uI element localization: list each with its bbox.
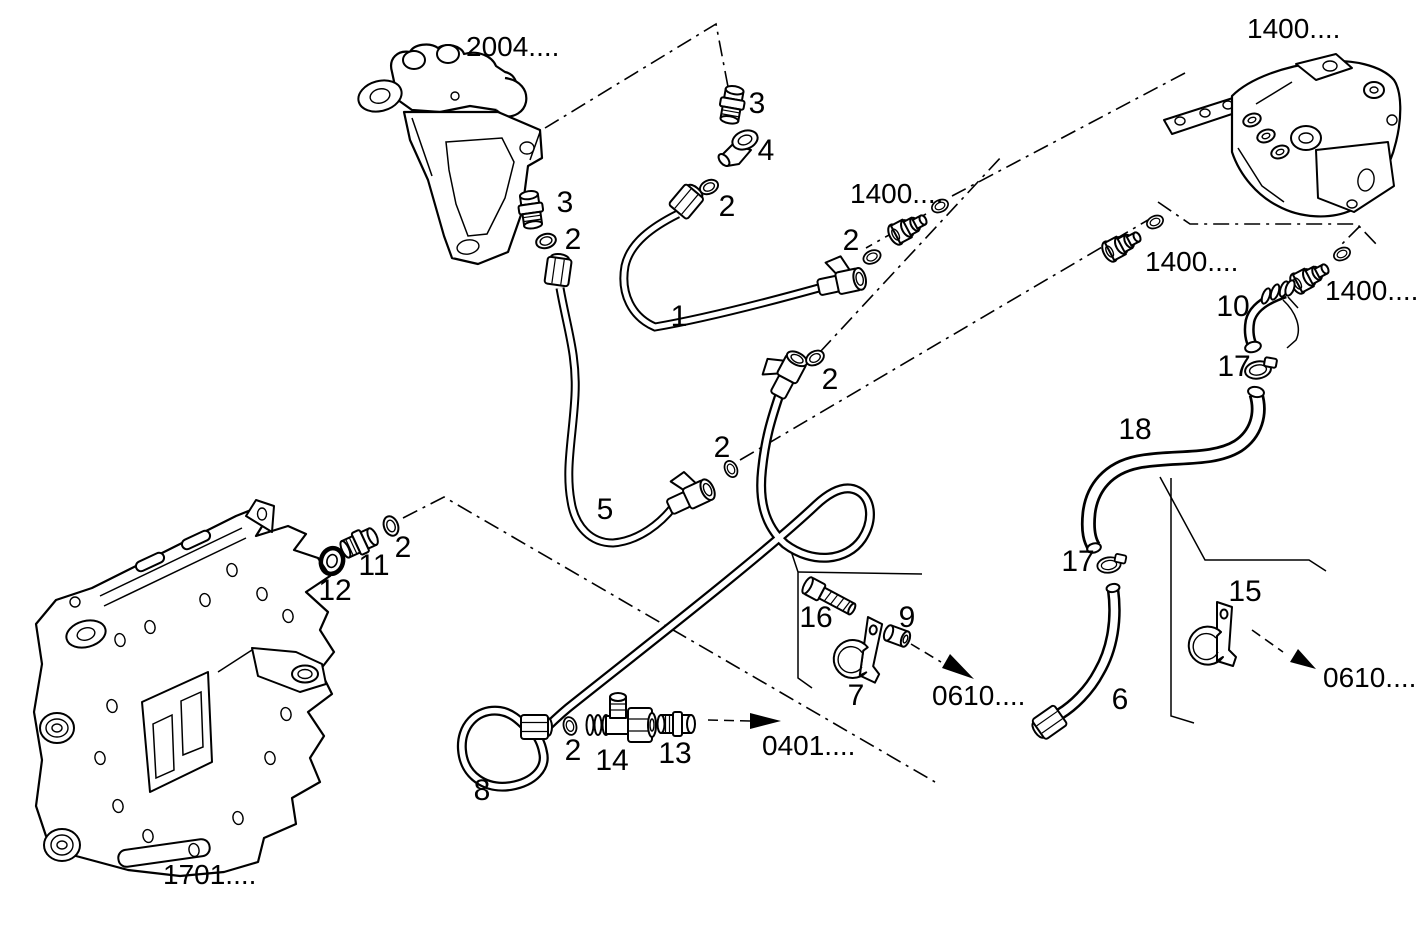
callout-12: 12 [318,574,351,607]
pipe-5 [543,251,719,548]
callout-4: 4 [758,134,775,167]
hose-clamp-17-lower [1095,551,1130,576]
callout-18: 18 [1118,413,1151,446]
quickfit-mid [1098,224,1146,266]
arrow-to-0610-b [1251,629,1316,669]
injection-pump-drawing [1163,53,1402,218]
ref-fuel-tank-line: 0401.... [762,730,855,761]
callout-3-filter: 3 [557,186,574,219]
callout-8: 8 [474,774,491,807]
callout-6: 6 [1112,683,1129,716]
bearing-boss-upper [39,712,75,744]
spacer-9 [882,624,912,648]
hose-8 [456,340,875,792]
callout-2-left: 2 [395,531,412,564]
union-3-upper [715,83,749,127]
callout-1: 1 [671,300,688,333]
ref-pump-right: 1400.... [1325,275,1418,306]
callout-14: 14 [595,744,628,777]
callout-2-inlet: 2 [843,224,860,257]
callout-13: 13 [658,737,691,770]
ref-injection-pump: 1400.... [1247,13,1340,44]
callout-2-tee: 2 [565,734,582,767]
ring-boss [65,619,107,649]
union-13 [656,711,696,737]
plate-holes [69,562,294,858]
bolt-16 [801,576,857,616]
callout-2-banjo: 2 [822,363,839,396]
ref-engine-block: 1701.... [163,859,256,890]
callout-2-elbow: 2 [719,190,736,223]
callout-7: 7 [848,679,865,712]
callout-16: 16 [799,601,832,634]
arrow-to-0610-a [910,643,974,679]
clamp-15 [1187,601,1237,667]
arrow-to-0401 [707,713,781,729]
ref-oil-module-a: 0610.... [932,680,1025,711]
leader-brackets [787,476,1327,724]
fuel-filter-bracket-drawing [357,43,544,266]
callout-17-upper: 17 [1217,350,1250,383]
labels: 2004.... 1400.... 1701.... 1400.... 1400… [163,13,1418,890]
bearing-boss-lower [43,828,81,862]
tee-union-14 [585,692,657,743]
engine-block-drawing [32,499,336,878]
elbow-union-4 [717,129,759,167]
callout-2-filter: 2 [565,223,582,256]
callout-5: 5 [597,493,614,526]
callout-11: 11 [358,549,389,582]
oring-mid [1143,212,1167,232]
elbow-10 [1243,279,1300,354]
ref-fuel-filter: 2004.... [466,31,559,62]
oring-right [1330,244,1354,264]
callout-9: 9 [899,601,916,634]
callout-15: 15 [1228,575,1261,608]
hose-6 [1027,582,1121,744]
ref-oil-module-b: 0610.... [1323,662,1416,693]
ref-pump-inlet: 1400.... [850,178,943,209]
callout-17-lower: 17 [1061,545,1094,578]
callout-10: 10 [1216,290,1249,323]
callout-2-pipe5: 2 [714,431,731,464]
washer-2-inlet [860,246,884,268]
callout-3-upper: 3 [749,87,766,120]
clamp-7 [830,612,888,685]
union-3-filter [515,188,547,231]
hose-18 [1080,385,1266,554]
washer-2-filter [533,230,559,252]
seal-ring-12 [318,545,346,577]
ref-pump-mid: 1400.... [1145,246,1238,277]
pipe-1 [619,179,869,332]
